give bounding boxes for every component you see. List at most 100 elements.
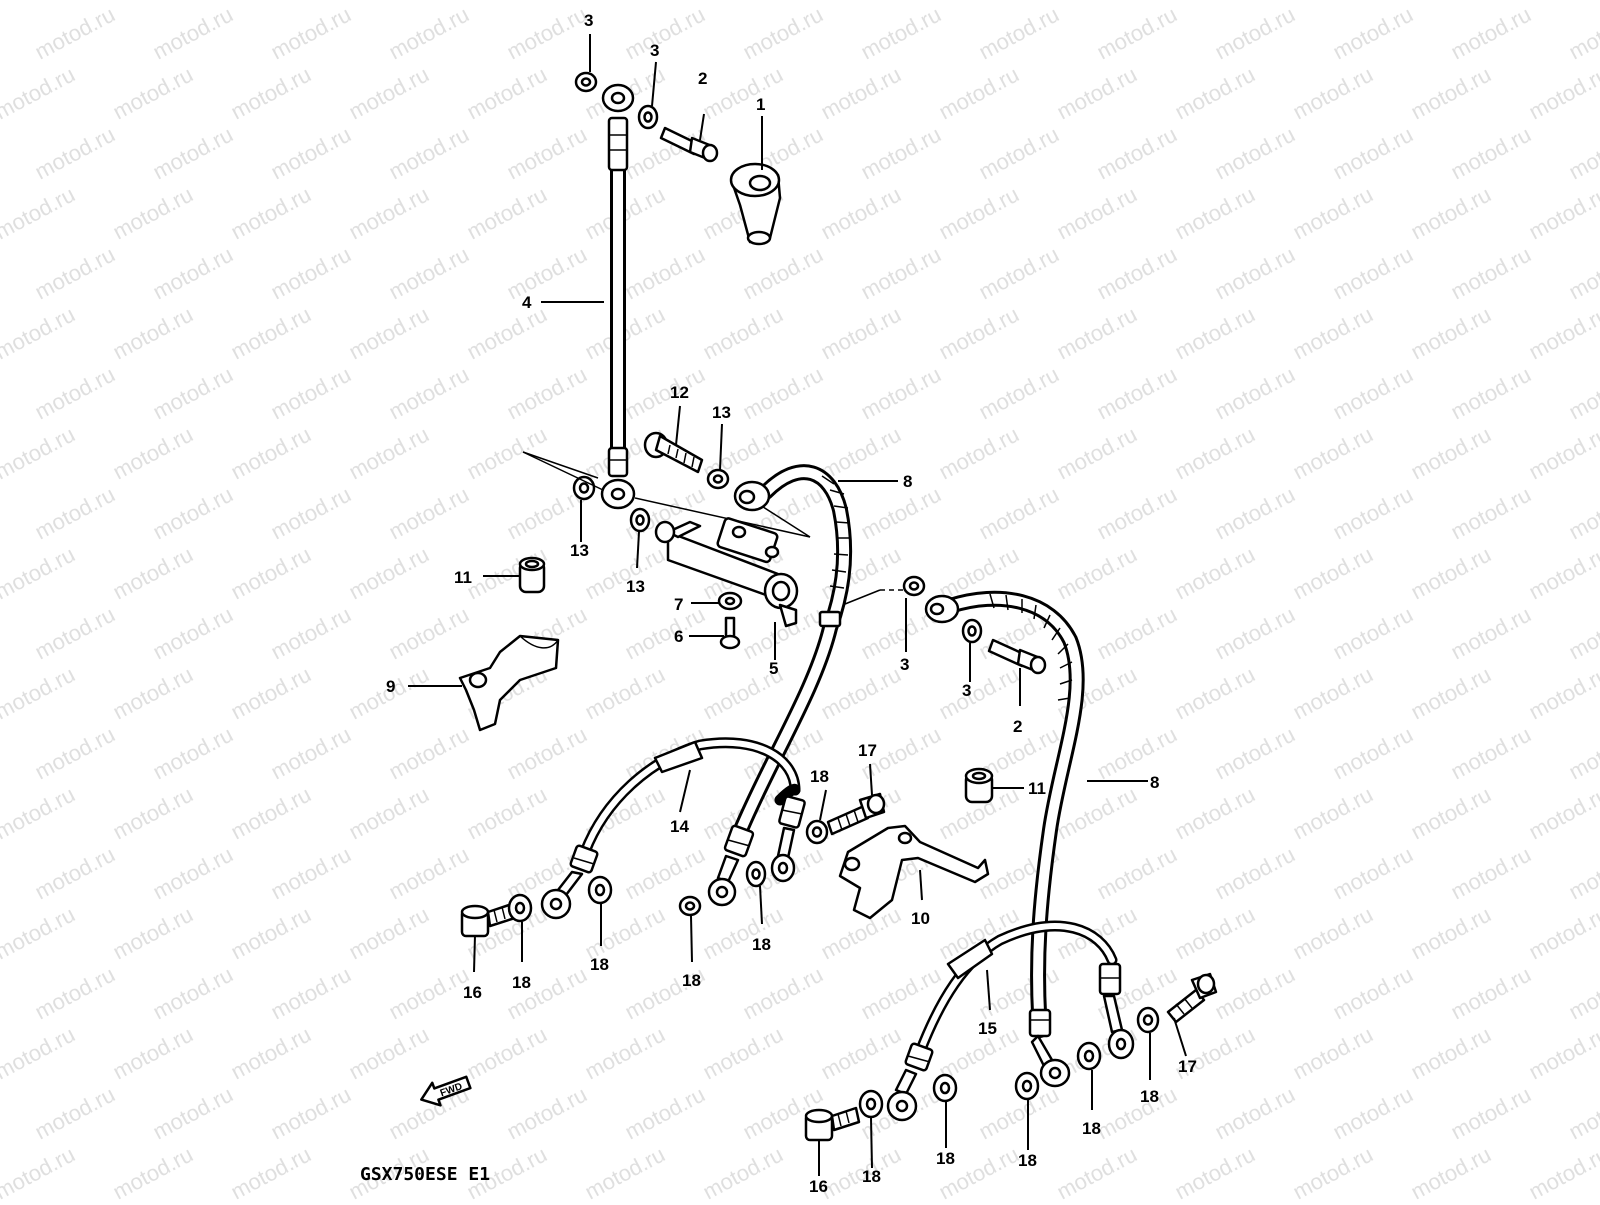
watermark-text: motod.ru bbox=[699, 0, 787, 4]
watermark-text: motod.ru bbox=[1447, 602, 1535, 665]
watermark-text: motod.ru bbox=[1171, 62, 1259, 125]
watermark-text: motod.ru bbox=[935, 422, 1023, 485]
watermark-text: motod.ru bbox=[0, 1082, 1, 1145]
watermark-text: motod.ru bbox=[109, 0, 197, 4]
watermark-text: motod.ru bbox=[1447, 362, 1535, 425]
part-14-caliper-hose-left bbox=[540, 737, 801, 920]
watermark-text: motod.ru bbox=[1211, 602, 1299, 665]
callout-3: 3 bbox=[962, 681, 971, 700]
watermark-text: motod.ru bbox=[1525, 1142, 1600, 1200]
watermark-text: motod.ru bbox=[1289, 1142, 1377, 1200]
part-4-brake-hose-upper bbox=[600, 83, 636, 510]
callout-18: 18 bbox=[590, 955, 609, 974]
watermark-text: motod.ru bbox=[857, 122, 945, 185]
leader-lines bbox=[408, 34, 1187, 1176]
watermark-text: motod.ru bbox=[739, 362, 827, 425]
callout-13: 13 bbox=[626, 577, 645, 596]
watermark-text: motod.ru bbox=[227, 1142, 315, 1200]
watermark-text: motod.ru bbox=[109, 1022, 197, 1085]
part-13-washer-right-top bbox=[706, 468, 730, 490]
callout-7: 7 bbox=[674, 595, 683, 614]
watermark-text: motod.ru bbox=[1171, 302, 1259, 365]
watermark-text: motod.ru bbox=[149, 482, 237, 545]
watermark-text: motod.ru bbox=[385, 242, 473, 305]
watermark-text: motod.ru bbox=[503, 242, 591, 305]
watermark-text: motod.ru bbox=[345, 902, 433, 965]
callout-2: 2 bbox=[1013, 717, 1022, 736]
watermark-text: motod.ru bbox=[1565, 842, 1600, 905]
watermark-text: motod.ru bbox=[1525, 422, 1600, 485]
watermark-text: motod.ru bbox=[817, 662, 905, 725]
callout-8: 8 bbox=[903, 472, 912, 491]
watermark-text: motod.ru bbox=[621, 842, 709, 905]
callout-1: 1 bbox=[756, 95, 765, 114]
callout-18: 18 bbox=[752, 935, 771, 954]
callout-3: 3 bbox=[900, 655, 909, 674]
watermark-text: motod.ru bbox=[1447, 242, 1535, 305]
part-18-washer-8 bbox=[1014, 1071, 1040, 1101]
watermark-text: motod.ru bbox=[1053, 62, 1141, 125]
callout-11: 11 bbox=[454, 568, 472, 587]
watermark-text: motod.ru bbox=[31, 962, 119, 1025]
part-1-cap bbox=[729, 162, 782, 246]
assembly-guide-lines bbox=[522, 451, 905, 605]
watermark-text: motod.ru bbox=[227, 662, 315, 725]
watermark-text: motod.ru bbox=[1289, 62, 1377, 125]
watermark-text: motod.ru bbox=[503, 362, 591, 425]
watermark-text: motod.ru bbox=[227, 542, 315, 605]
watermark-text: motod.ru bbox=[1329, 722, 1417, 785]
watermark-text: motod.ru bbox=[149, 2, 237, 65]
watermark-text: motod.ru bbox=[1171, 1142, 1259, 1200]
watermark-text: motod.ru bbox=[1053, 542, 1141, 605]
watermark-text: motod.ru bbox=[0, 542, 79, 605]
watermark-text: motod.ru bbox=[1329, 602, 1417, 665]
watermark-text: motod.ru bbox=[0, 842, 1, 905]
watermark-text: motod.ru bbox=[1565, 602, 1600, 665]
part-3-washer-mid-right-a bbox=[902, 575, 926, 597]
watermark-text: motod.ru bbox=[267, 962, 355, 1025]
watermark-text: motod.ru bbox=[1093, 242, 1181, 305]
part-18-washer-3 bbox=[678, 895, 702, 917]
watermark-text: motod.ru bbox=[1289, 782, 1377, 845]
watermark-text: motod.ru bbox=[975, 2, 1063, 65]
watermark-text: motod.ru bbox=[109, 62, 197, 125]
watermark-text: motod.ru bbox=[0, 482, 1, 545]
watermark-text: motod.ru bbox=[385, 962, 473, 1025]
watermark-text: motod.ru bbox=[1093, 122, 1181, 185]
watermark-text: motod.ru bbox=[1525, 902, 1600, 965]
watermark-text: motod.ru bbox=[345, 302, 433, 365]
watermark-text: motod.ru bbox=[935, 0, 1023, 4]
watermark-text: motod.ru bbox=[31, 122, 119, 185]
watermark-text: motod.ru bbox=[463, 422, 551, 485]
watermark-text: motod.ru bbox=[503, 2, 591, 65]
watermark-text: motod.ru bbox=[739, 242, 827, 305]
watermark-text: motod.ru bbox=[1447, 2, 1535, 65]
watermark-text: motod.ru bbox=[31, 842, 119, 905]
watermark-text: motod.ru bbox=[109, 902, 197, 965]
part-2-union-bolt-top bbox=[659, 126, 719, 163]
watermark-text: motod.ru bbox=[0, 782, 79, 845]
watermark-text: motod.ru bbox=[1329, 242, 1417, 305]
watermark-text: motod.ru bbox=[1407, 662, 1495, 725]
watermark-text: motod.ru bbox=[345, 422, 433, 485]
watermark-text: motod.ru bbox=[385, 842, 473, 905]
callout-18: 18 bbox=[1140, 1087, 1159, 1106]
watermark-text: motod.ru bbox=[1171, 0, 1259, 4]
watermark-text: motod.ru bbox=[1525, 782, 1600, 845]
watermark-text: motod.ru bbox=[227, 782, 315, 845]
watermark-text: motod.ru bbox=[149, 362, 237, 425]
part-11-grommet-left bbox=[518, 556, 546, 594]
watermark-text: motod.ru bbox=[149, 1082, 237, 1145]
watermark-text: motod.ru bbox=[1289, 1022, 1377, 1085]
watermark-text: motod.ru bbox=[1329, 842, 1417, 905]
watermark-text: motod.ru bbox=[1407, 302, 1495, 365]
watermark-text: motod.ru bbox=[267, 722, 355, 785]
part-7-washer bbox=[717, 591, 743, 611]
watermark-text: motod.ru bbox=[109, 182, 197, 245]
watermark-text: motod.ru bbox=[0, 1142, 79, 1200]
watermark-text: motod.ru bbox=[1565, 962, 1600, 1025]
watermark-text: motod.ru bbox=[1171, 542, 1259, 605]
part-13-washer-left bbox=[572, 475, 596, 501]
watermark-text: motod.ru bbox=[463, 182, 551, 245]
